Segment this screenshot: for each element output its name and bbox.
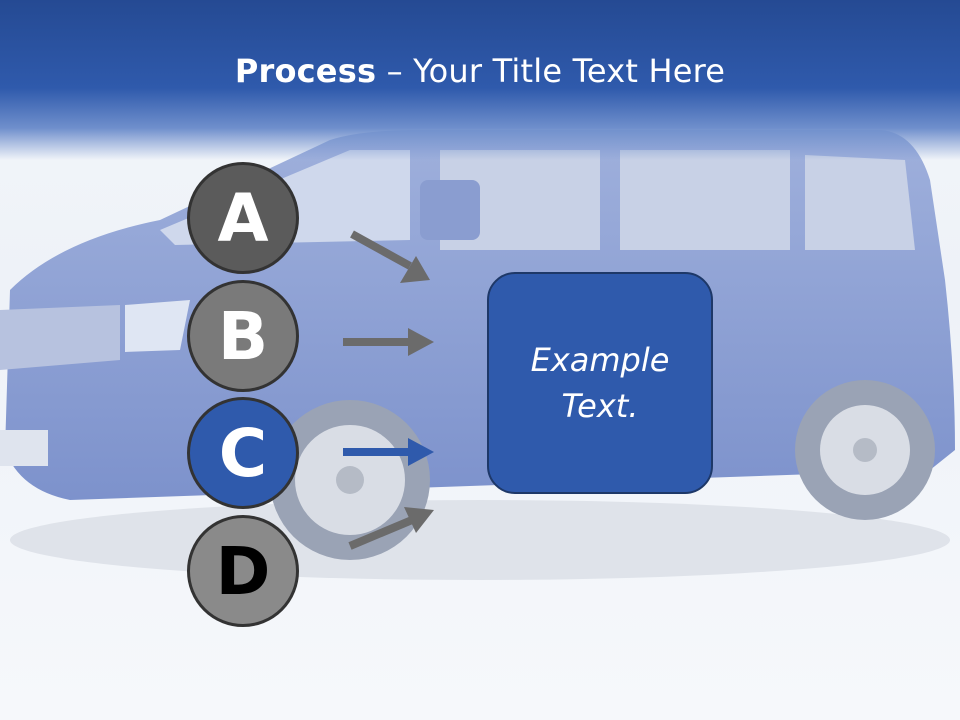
example-text-box: Example Text. [487,272,713,494]
step-d-letter: D [215,532,271,610]
title-banner [0,0,960,160]
van-background-image [0,130,955,580]
step-c-letter: C [218,414,268,492]
title-rest: – Your Title Text Here [376,52,726,90]
step-c-circle: C [187,397,299,509]
example-text-line2: Text. [561,387,639,425]
step-d-circle: D [187,515,299,627]
page-title: Process – Your Title Text Here [0,52,960,90]
step-b-circle: B [187,280,299,392]
title-bold: Process [234,52,377,90]
step-a-circle: A [187,162,299,274]
step-a-letter: A [217,179,269,257]
step-b-letter: B [217,297,269,375]
example-text-line1: Example [530,341,670,379]
